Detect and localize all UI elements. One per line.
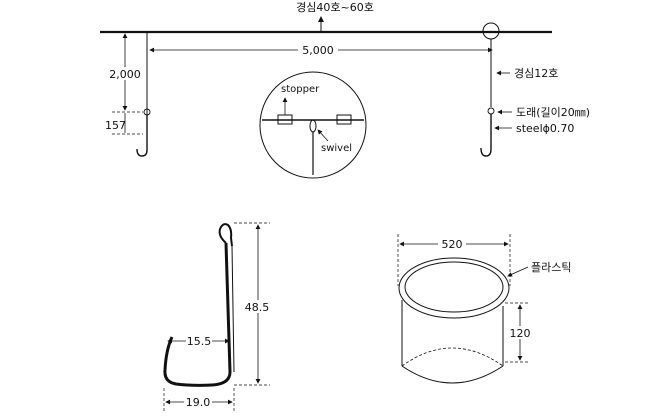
- stopper-label: stopper: [281, 84, 320, 95]
- swivel-label: swivel: [321, 143, 352, 154]
- hook-height-bg: [244, 300, 270, 313]
- hook-width-label: 19.0: [186, 396, 211, 409]
- hook-diagram: 48.5 15.5 19.0: [163, 222, 270, 412]
- hook-body-inner: [231, 245, 235, 373]
- left-hook: [136, 115, 148, 157]
- depth-label-bg: [105, 67, 143, 80]
- swivel-ring-label: 도래(길이20㎜): [516, 106, 590, 119]
- material-leader: [507, 266, 529, 277]
- basket-bottom-back: [401, 347, 504, 367]
- basket-height-bg: [508, 326, 532, 339]
- hook-gap-bg: [186, 334, 212, 347]
- span-label-bg: [298, 43, 338, 56]
- detail-circle: [259, 71, 367, 179]
- span-label: 5,000: [302, 44, 334, 57]
- basket-width-label: 520: [442, 238, 463, 251]
- hook-eye: [218, 223, 233, 247]
- steel-label: steelϕ0.70: [516, 122, 574, 135]
- basket-bottom-front: [401, 365, 504, 384]
- longline-diagram: 경심40호~60호 5,000 2,000 157 경심12호 도래(길이20㎜…: [100, 1, 590, 179]
- hook-body: [163, 242, 232, 387]
- swivel-shape: [309, 119, 317, 133]
- basket-rim-outer: [398, 257, 510, 319]
- basket-diagram: 520 120 플라스틱: [397, 234, 571, 384]
- stopper-swivel-detail: stopper swivel: [259, 71, 367, 179]
- depth-label: 2,000: [109, 68, 141, 81]
- basket-height-label: 120: [510, 327, 531, 340]
- hook-height-label: 48.5: [245, 301, 270, 314]
- basket-width-bg: [438, 237, 466, 250]
- right-hook: [480, 114, 492, 157]
- swivel-leader: [317, 129, 329, 142]
- hook-width-bg: [184, 395, 212, 408]
- hook-gap-label: 15.5: [187, 335, 212, 348]
- short-label: 157: [105, 119, 126, 132]
- material-label: 플라스틱: [531, 261, 571, 274]
- basket-rim-inner: [404, 261, 504, 313]
- main-line-label: 경심40호~60호: [296, 1, 374, 14]
- branch-label: 경심12호: [514, 67, 558, 80]
- stopper-right: [336, 114, 352, 125]
- right-swivel-ring: [487, 107, 495, 115]
